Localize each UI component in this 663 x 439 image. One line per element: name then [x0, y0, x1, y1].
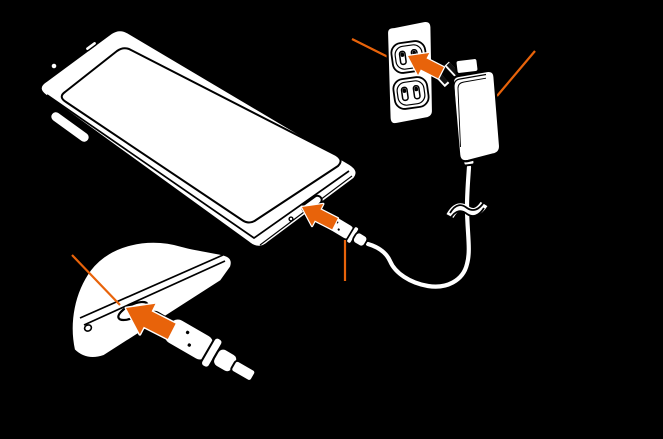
- callout-line-outlet: Callout line to wall outlet: [351, 38, 391, 59]
- callout-line-adapter: Callout line to AC adapter: [496, 50, 536, 97]
- phone-illustration: Smartphone (tilted front view) Volume bu…: [39, 28, 358, 249]
- volume-button: Volume button: [49, 110, 91, 144]
- port-insert-arrow: Insertion arrow: connector into port: [300, 202, 340, 231]
- outlet-receptacle-lower: [392, 76, 430, 110]
- adapter-collar: [454, 57, 480, 75]
- inset-phone-edge: [70, 240, 233, 359]
- usb-cable: USB cable Cable shortening squiggle symb…: [364, 163, 488, 291]
- phone-edge-line: [46, 94, 350, 239]
- inset-microphone-hole: Microphone hole (magnified): [83, 324, 93, 332]
- cable-break-symbol: Cable shortening squiggle symbol: [446, 201, 488, 220]
- adapter-body: [451, 69, 502, 163]
- front-camera-icon: Front camera: [50, 62, 58, 70]
- outlet-insert-arrow: Insertion arrow: plug into outlet: [406, 51, 446, 80]
- inset-bezel-line: [83, 260, 226, 326]
- adapter-contour: [457, 77, 487, 148]
- callout-line-inset-port: Callout line to charging port in magnifi…: [71, 254, 121, 306]
- earpiece-slot: Earpiece slot: [84, 40, 98, 52]
- inset-insert-arrow: Insertion arrow: connector into port (ma…: [124, 302, 178, 341]
- microphone-hole: Microphone hole: [288, 216, 294, 222]
- ac-adapter: AC adapter (charger) Adapter plug prongs…: [364, 57, 502, 291]
- phone-screen: Phone screen: [60, 47, 342, 224]
- adapter-contour: [453, 73, 487, 150]
- inset-bezel-line: [79, 254, 224, 319]
- magnified-inset: Magnified view of the charging port area…: [70, 240, 257, 382]
